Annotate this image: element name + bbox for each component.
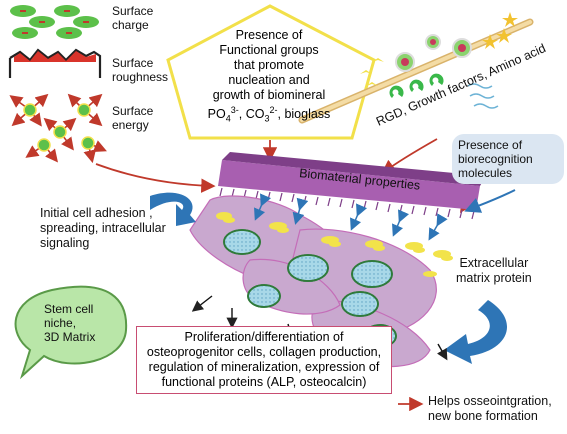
- pentagon-shape: [166, 4, 376, 140]
- stem-cell-bubble: [14, 285, 128, 380]
- blue-double-arrows: [254, 193, 448, 241]
- biorecognition-box: Presence of biorecognition molecules: [452, 134, 564, 184]
- proliferation-box: Proliferation/differentiation of osteopr…: [136, 326, 392, 394]
- stem-cell-label: Stem cell niche, 3D Matrix: [44, 302, 96, 344]
- pentagon-label: Presence of Functional groups that promo…: [184, 28, 354, 127]
- blue-curved-arrow-right: [444, 300, 508, 364]
- pentagon-ions: PO43-, CO32-, bioglass: [207, 105, 331, 124]
- extracellular-label: Extracellular matrix protein: [456, 256, 532, 285]
- osseointegration-label: Helps osseointgration, new bone formatio…: [428, 394, 552, 423]
- initial-adhesion-label: Initial cell adhesion , spreading, intra…: [40, 206, 166, 250]
- blue-curved-arrow-left: [150, 192, 196, 226]
- biorecognition-arrow: [464, 189, 516, 213]
- surface-energy-icon: [9, 93, 107, 164]
- surface-roughness-icon: [8, 48, 102, 78]
- surface-charge-icon: [10, 5, 99, 39]
- yellow-blobs: [216, 212, 453, 277]
- rgd-rod-icon: [298, 12, 534, 124]
